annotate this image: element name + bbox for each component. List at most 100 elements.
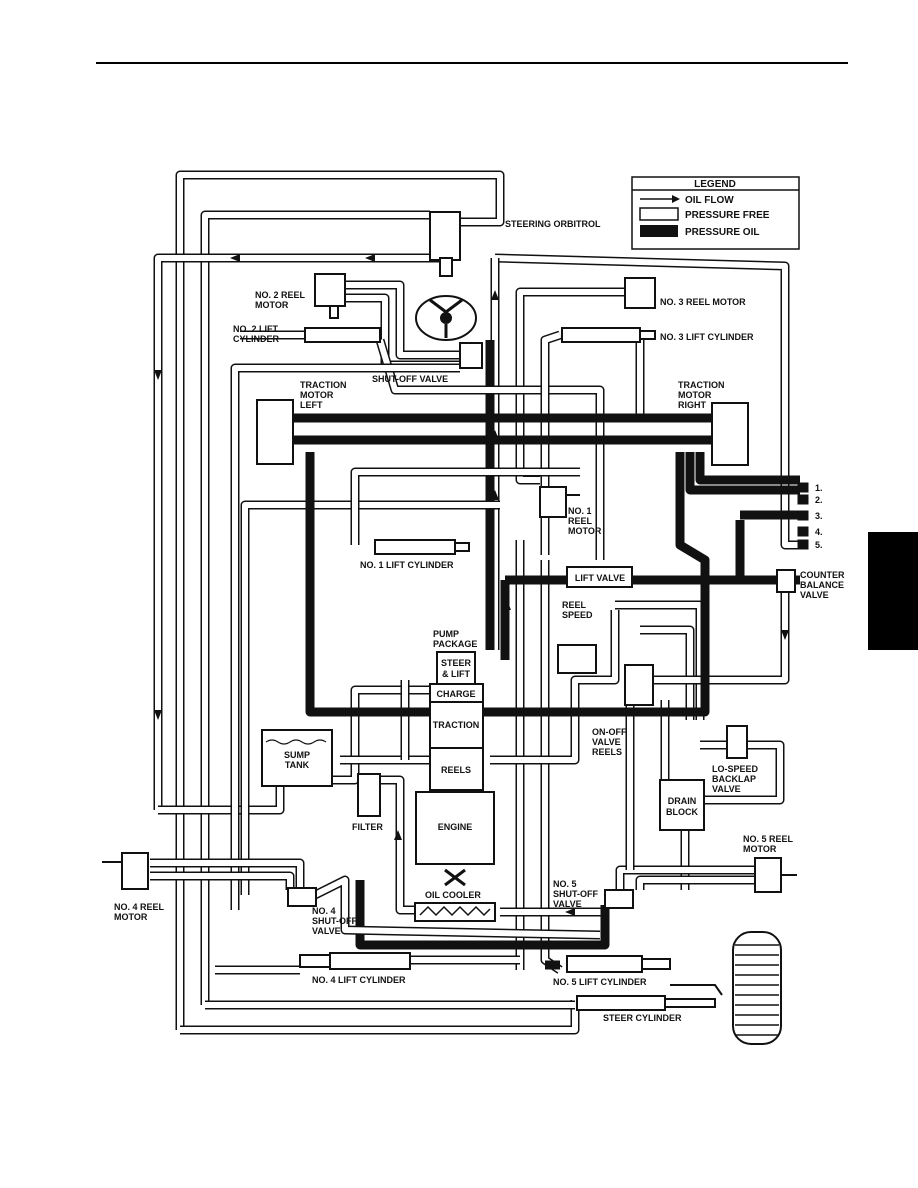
sump-tank: SUMP TANK (261, 729, 333, 787)
no5-shutoff-label-2: SHUT-OFF (553, 889, 598, 899)
wheel-icon (732, 931, 782, 1045)
traction-pump-label: TRACTION (433, 720, 480, 730)
engine-label: ENGINE (438, 822, 473, 832)
drain-block: DRAIN BLOCK (659, 779, 705, 831)
counter-label-3: VALVE (800, 590, 829, 600)
no2-lift-cylinder: NO. 2 LIFT CYLINDER (233, 324, 381, 344)
no1-reel-label-3: MOTOR (568, 526, 602, 536)
no4-shutoff-label-3: VALVE (312, 926, 341, 936)
sump-tank-label-1: SUMP (284, 750, 310, 760)
counter-balance-valve: COUNTER BALANCE VALVE (776, 569, 845, 600)
traction-motor-right: TRACTION MOTOR RIGHT (678, 380, 749, 466)
pressure-oil-lines (292, 413, 800, 717)
no5-reel-motor: NO. 5 REEL MOTOR (743, 834, 797, 893)
steer-cylinder-label: STEER CYLINDER (603, 1013, 682, 1023)
oil-cooler-label: OIL COOLER (425, 890, 481, 900)
no4-lift-cylinder-label: NO. 4 LIFT CYLINDER (312, 975, 406, 985)
shutoff-valve-label: SHUT-OFF VALVE (372, 374, 448, 384)
pump-package-label-1: PUMP (433, 629, 459, 639)
traction-right-label-1: TRACTION (678, 380, 725, 390)
no2-reel-motor-label-1: NO. 2 REEL (255, 290, 306, 300)
traction-right-label-3: RIGHT (678, 400, 707, 410)
legend-pressure-oil: PRESSURE OIL (685, 227, 759, 238)
no3-reel-motor-label: NO. 3 REEL MOTOR (660, 297, 746, 307)
pump-package: PUMP PACKAGE STEER & LIFT CHARGE TRACTIO… (429, 629, 484, 791)
no2-reel-motor-label-2: MOTOR (255, 300, 289, 310)
lospeed-label-1: LO-SPEED (712, 764, 759, 774)
no3-lift-cylinder-label: NO. 3 LIFT CYLINDER (660, 332, 754, 342)
port-block: 1. 2. 3. 4. 5. (797, 482, 823, 550)
no5-shutoff-label-3: VALVE (553, 899, 582, 909)
no5-lift-cylinder-label: NO. 5 LIFT CYLINDER (553, 977, 647, 987)
no5-reel-label-2: MOTOR (743, 844, 777, 854)
no4-reel-motor: NO. 4 REEL MOTOR (102, 852, 165, 922)
reel-speed-label-2: SPEED (562, 610, 593, 620)
filter-label: FILTER (352, 822, 383, 832)
no1-lift-cylinder-label: NO. 1 LIFT CYLINDER (360, 560, 454, 570)
traction-left-label-2: MOTOR (300, 390, 334, 400)
lospeed-label-2: BACKLAP (712, 774, 756, 784)
port-4-label: 4. (815, 527, 823, 537)
traction-left-label-1: TRACTION (300, 380, 347, 390)
steer-lift-label-1: STEER (441, 658, 472, 668)
no4-shutoff-valve: NO. 4 SHUT-OFF VALVE (287, 887, 357, 936)
no4-lift-cylinder: NO. 4 LIFT CYLINDER (299, 952, 411, 985)
legend-title: LEGEND (694, 179, 736, 190)
no2-lift-cylinder-label-1: NO. 2 LIFT (233, 324, 279, 334)
onoff-label-1: ON-OFF (592, 727, 627, 737)
no5-lift-cylinder: NO. 5 LIFT CYLINDER (553, 955, 671, 987)
no4-shutoff-label-1: NO. 4 (312, 906, 336, 916)
filter: FILTER (352, 773, 383, 832)
reels-pump-label: REELS (441, 765, 471, 775)
onoff-label-3: REELS (592, 747, 622, 757)
traction-motor-left: TRACTION MOTOR LEFT (256, 380, 347, 465)
lospeed-backlap-valve: LO-SPEED BACKLAP VALVE (712, 725, 759, 794)
drain-label-2: BLOCK (666, 807, 698, 817)
no1-reel-label-1: NO. 1 (568, 506, 592, 516)
legend: LEGEND OIL FLOW PRESSURE FREE PRESSURE O… (631, 176, 800, 250)
onoff-label-2: VALVE (592, 737, 621, 747)
steering-orbitrol: STEERING ORBITROL (415, 211, 601, 341)
port-1-label: 1. (815, 483, 823, 493)
lospeed-label-3: VALVE (712, 784, 741, 794)
onoff-valve-reels: ON-OFF VALVE REELS (592, 664, 654, 757)
drain-label-1: DRAIN (668, 796, 697, 806)
charge-label: CHARGE (436, 689, 475, 699)
no1-reel-label-2: REEL (568, 516, 593, 526)
no5-shutoff-label-1: NO. 5 (553, 879, 577, 889)
reel-speed-valve (557, 644, 597, 674)
flow-arrows (154, 254, 789, 916)
legend-oil-flow: OIL FLOW (685, 195, 734, 206)
section-tab (868, 532, 918, 650)
no4-reel-label-1: NO. 4 REEL (114, 902, 165, 912)
engine: ENGINE (415, 791, 495, 887)
steering-orbitrol-label: STEERING ORBITROL (505, 219, 601, 229)
no1-lift-cylinder: NO. 1 LIFT CYLINDER (360, 539, 470, 570)
traction-right-label-2: MOTOR (678, 390, 712, 400)
pump-package-label-2: PACKAGE (433, 639, 477, 649)
counter-label-1: COUNTER (800, 570, 845, 580)
port-5-label: 5. (815, 540, 823, 550)
oil-cooler: OIL COOLER (414, 890, 496, 922)
legend-pressure-free: PRESSURE FREE (685, 210, 770, 221)
no3-lift-cylinder: NO. 3 LIFT CYLINDER (561, 327, 754, 343)
lift-valve-label: LIFT VALVE (575, 573, 625, 583)
counter-label-2: BALANCE (800, 580, 844, 590)
pressure-free-lines (150, 170, 800, 1035)
steer-lift-label-2: & LIFT (442, 669, 470, 679)
header-rule (96, 62, 848, 64)
no4-shutoff-label-2: SHUT-OFF (312, 916, 357, 926)
shutoff-valve: SHUT-OFF VALVE (372, 342, 483, 384)
no3-reel-motor: NO. 3 REEL MOTOR (624, 277, 746, 309)
port-2-label: 2. (815, 495, 823, 505)
steer-cylinder: STEER CYLINDER (576, 931, 782, 1045)
sump-tank-label-2: TANK (285, 760, 310, 770)
no4-reel-label-2: MOTOR (114, 912, 148, 922)
no1-reel-motor: NO. 1 REEL MOTOR (539, 486, 602, 536)
traction-left-label-3: LEFT (300, 400, 323, 410)
reel-speed-label-1: REEL (562, 600, 587, 610)
no5-reel-label-1: NO. 5 REEL (743, 834, 794, 844)
no2-lift-cylinder-label-2: CYLINDER (233, 334, 280, 344)
port-3-label: 3. (815, 511, 823, 521)
